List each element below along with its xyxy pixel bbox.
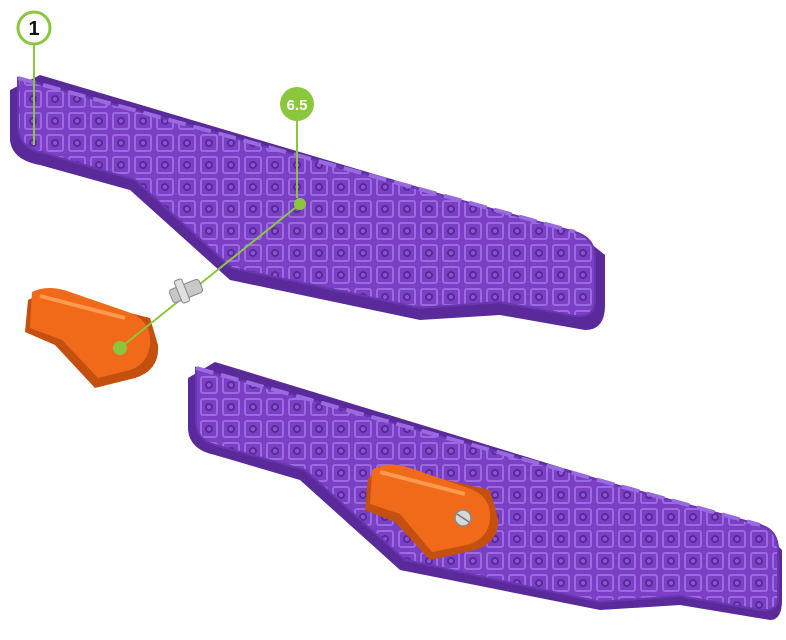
bracket-loose-face: [30, 288, 150, 378]
fastener-size-label: 6.5: [287, 97, 308, 114]
step-number-badge: 1: [18, 12, 50, 44]
step-number-label: 1: [28, 18, 39, 40]
bracket-loose: [25, 288, 158, 388]
beam-hole-target: [294, 198, 306, 210]
fastener-size-badge: 6.5: [280, 87, 314, 121]
beam-bottom-face: [196, 368, 778, 610]
